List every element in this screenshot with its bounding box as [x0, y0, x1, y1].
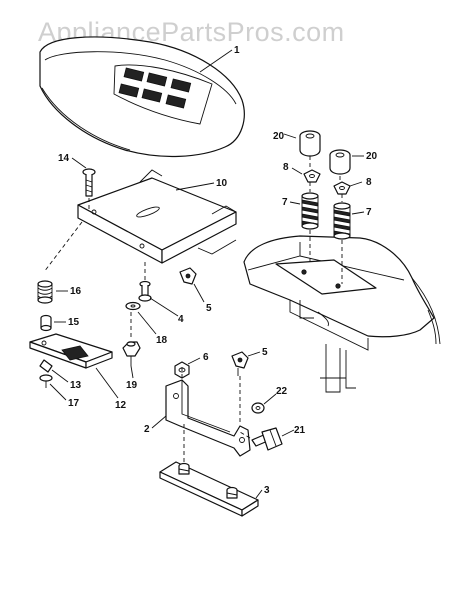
leader-12: [95, 367, 119, 399]
washer-22-part: [251, 402, 265, 414]
callout-5-upper: 5: [206, 303, 212, 314]
leader-seat: [199, 49, 233, 73]
spacer-20-left-part: [299, 130, 321, 157]
dash-21: [239, 431, 251, 439]
nut-8-left-part: [303, 169, 321, 183]
callout-17: 17: [68, 398, 80, 409]
leader-6: [187, 357, 201, 365]
bolt-21-part: [251, 427, 283, 451]
callout-seat: 1: [234, 45, 240, 56]
bolt-4-part: [138, 280, 152, 302]
callout-6: 6: [203, 352, 209, 363]
clip-5-upper-part: [179, 267, 197, 285]
part-13-part: [39, 359, 53, 373]
seat-pan-part: [77, 169, 237, 264]
leader-7-left: [289, 201, 301, 205]
leader-13: [51, 369, 69, 383]
callout-15: 15: [68, 317, 80, 328]
leader-5-lower: [247, 351, 261, 357]
callout-12: 12: [115, 400, 127, 411]
leader-seat-pan: [175, 182, 215, 191]
callout-7-left: 7: [282, 197, 288, 208]
callout-13: 13: [70, 380, 82, 391]
dash-pan-left: [43, 221, 83, 273]
bolt-14-part: [82, 168, 96, 197]
bushing-15-part: [40, 314, 52, 332]
callout-20-left: 20: [273, 131, 285, 142]
callout-5-lower: 5: [262, 347, 268, 358]
knob-19-part: [122, 341, 141, 366]
callout-22: 22: [276, 386, 288, 397]
spring-7-right-part: [333, 202, 351, 240]
washer-18-part: [125, 301, 141, 311]
nut-8-right-part: [333, 181, 351, 195]
callout-2: 2: [144, 424, 150, 435]
callout-8-left: 8: [283, 162, 289, 173]
dash-spacers: [309, 156, 341, 182]
leader-21: [281, 429, 295, 437]
callout-7-right: 7: [366, 207, 372, 218]
leader-8-right: [349, 181, 363, 187]
leader-22: [263, 393, 277, 405]
part-17-part: [39, 374, 53, 388]
callout-21: 21: [294, 425, 306, 436]
leader-19: [130, 365, 134, 379]
leader-7-right: [351, 211, 365, 215]
leader-3: [255, 489, 263, 499]
callout-18: 18: [156, 335, 168, 346]
callout-seat-pan: 10: [216, 178, 228, 189]
leader-8-left: [291, 167, 303, 175]
leader-2: [151, 415, 167, 429]
spacer-20-right-part: [329, 149, 351, 175]
callout-8-right: 8: [366, 177, 372, 188]
spring-16-part: [37, 280, 53, 304]
bracket-12-part: [29, 333, 113, 369]
clip-5-lower-part: [231, 351, 249, 376]
leader-14: [71, 157, 87, 169]
callout-14: 14: [58, 153, 70, 164]
seat-part: [39, 36, 245, 158]
leader-4: [149, 297, 179, 317]
callout-20-right: 20: [366, 151, 378, 162]
leader-5-upper: [193, 283, 205, 303]
leader-17: [49, 383, 67, 401]
callout-3: 3: [264, 485, 270, 496]
fender-part: [243, 235, 441, 393]
callout-19: 19: [126, 380, 138, 391]
callout-16: 16: [70, 286, 82, 297]
callout-4: 4: [178, 314, 184, 325]
plate-3-part: [159, 461, 259, 517]
spring-7-left-part: [301, 192, 319, 230]
leader-18: [137, 311, 157, 335]
leader-20-left: [283, 133, 297, 139]
bracket-2-part: [165, 379, 251, 457]
